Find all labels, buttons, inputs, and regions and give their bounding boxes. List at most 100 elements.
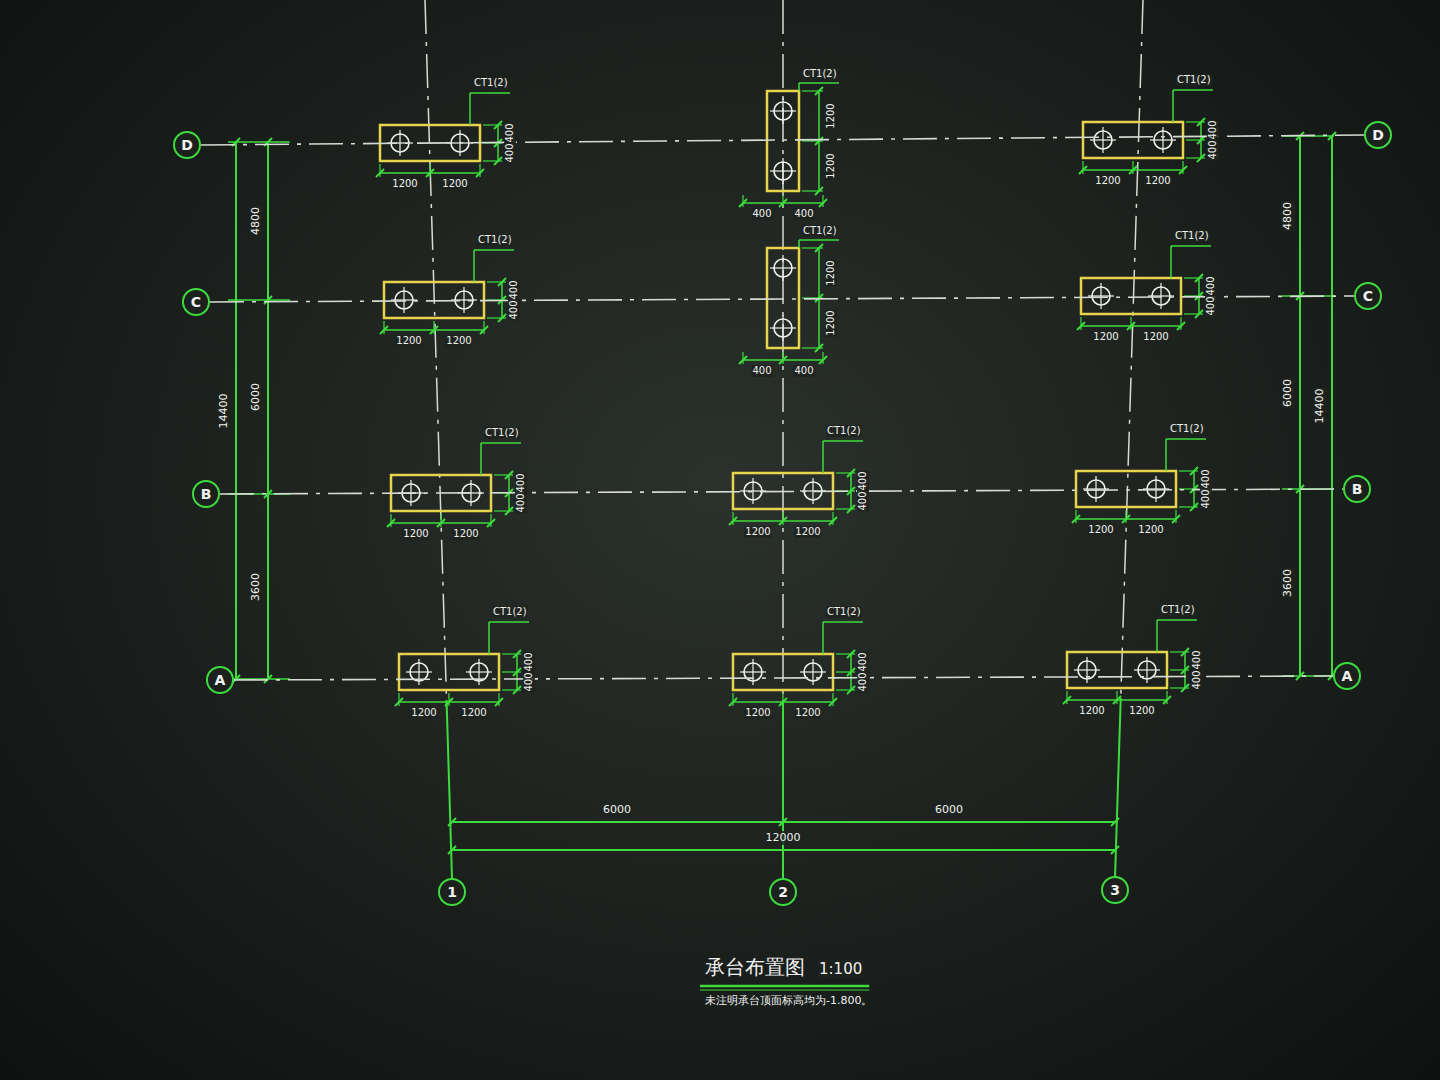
dimension-tick: [426, 169, 434, 177]
dimension-text: 1200: [1087, 524, 1114, 536]
dimension-tick: [505, 507, 513, 515]
dimension-text: 1200: [825, 259, 837, 286]
dimension-text: 400: [515, 472, 527, 493]
pile-cross: [782, 255, 783, 281]
leader-line: [1165, 439, 1167, 471]
dimension-text: 14400: [217, 392, 231, 429]
leader-line: [822, 622, 824, 654]
leader-line: [480, 443, 482, 475]
drawing-line: [822, 195, 823, 207]
drawing-line: [832, 693, 833, 706]
column-axis: [782, 700, 784, 878]
leader-line: [1171, 245, 1211, 247]
dimension-tick: [448, 818, 456, 826]
dimension-tick: [1177, 322, 1185, 330]
dimension-tick: [847, 650, 855, 658]
leader-line: [823, 621, 863, 623]
pile-cross: [1095, 476, 1096, 502]
axis-label: B: [201, 486, 212, 502]
drawing-title: 承台布置图: [705, 955, 805, 979]
dimension-tick: [445, 698, 453, 706]
dimension-tick: [476, 169, 484, 177]
leader-line: [1157, 619, 1197, 621]
drawing-line: [390, 514, 391, 527]
dimension-tick: [1195, 310, 1203, 318]
pile-cross: [782, 98, 783, 124]
dimension-tick: [739, 356, 747, 364]
drawing-line: [267, 142, 269, 679]
drawing-line: [732, 693, 733, 706]
pile-cap: [1083, 122, 1183, 158]
axis-bubble: C: [1354, 282, 1382, 310]
axis-label: B: [1352, 481, 1363, 497]
pile-cross: [812, 659, 813, 685]
dimension-text: 1200: [825, 102, 837, 129]
dimension-tick: [815, 244, 823, 252]
drawing-line: [479, 164, 480, 177]
dimension-text: 400: [1191, 669, 1203, 690]
dimension-text: 1200: [794, 707, 821, 719]
drawing-line: [1082, 161, 1083, 174]
leader-line: [798, 83, 800, 91]
drawing-line: [483, 321, 484, 334]
dimension-tick: [847, 469, 855, 477]
dimension-text: 400: [1205, 295, 1217, 316]
drawing-line: [379, 164, 380, 177]
dimension-tick: [1197, 118, 1205, 126]
dimension-text: 400: [751, 365, 772, 377]
dimension-tick: [815, 344, 823, 352]
dimension-tick: [513, 686, 521, 694]
dimension-tick: [779, 199, 787, 207]
pile-cross: [1162, 127, 1163, 153]
dimension-tick: [1063, 696, 1071, 704]
leader-line: [798, 240, 800, 248]
dimension-text: 400: [1200, 488, 1212, 509]
drawing-line: [782, 693, 783, 706]
dimension-tick: [494, 121, 502, 129]
pile-cross: [1155, 476, 1156, 502]
pile-cap: [733, 654, 833, 690]
drawing-line: [782, 195, 783, 207]
pile-cross: [463, 287, 464, 313]
dimension-tick: [779, 356, 787, 364]
dimension-text: 400: [523, 651, 535, 672]
dimension-tick: [494, 157, 502, 165]
leader-line: [488, 622, 490, 654]
dimension-tick: [495, 698, 503, 706]
axis-bubble: C: [182, 288, 210, 316]
dimension-text: 400: [857, 651, 869, 672]
dimension-tick: [1197, 154, 1205, 162]
pile-cross: [1086, 657, 1087, 683]
dimension-text: 1200: [794, 526, 821, 538]
dimension-text: 4800: [1281, 201, 1295, 231]
cap-callout: CT1(2): [1160, 604, 1196, 616]
leader-line: [1170, 246, 1172, 278]
pile-cross: [403, 287, 404, 313]
dimension-tick: [1190, 467, 1198, 475]
dimension-text: 400: [504, 142, 516, 163]
drawing-line: [398, 693, 399, 706]
dimension-text: 400: [1191, 649, 1203, 670]
dimension-text: 400: [857, 671, 869, 692]
pile-cross: [1146, 657, 1147, 683]
drawing-line: [742, 195, 743, 207]
dimension-tick: [819, 356, 827, 364]
dimension-tick: [498, 278, 506, 286]
pile-cross: [399, 130, 400, 156]
axis-bubble: A: [206, 666, 234, 694]
leader-line: [1166, 438, 1206, 440]
dimension-text: 1200: [452, 528, 479, 540]
leader-line: [1156, 620, 1158, 652]
dimension-tick: [1129, 166, 1137, 174]
cap-callout: CT1(2): [802, 225, 838, 237]
leader-line: [481, 442, 521, 444]
drawing-line: [429, 164, 430, 177]
axis-bubble: 2: [769, 878, 797, 906]
drawing-line: [1182, 161, 1183, 174]
dimension-tick: [437, 519, 445, 527]
drawing-line: [1331, 136, 1333, 676]
dimension-text: 400: [508, 299, 520, 320]
dimension-tick: [1127, 322, 1135, 330]
dimension-tick: [1195, 274, 1203, 282]
